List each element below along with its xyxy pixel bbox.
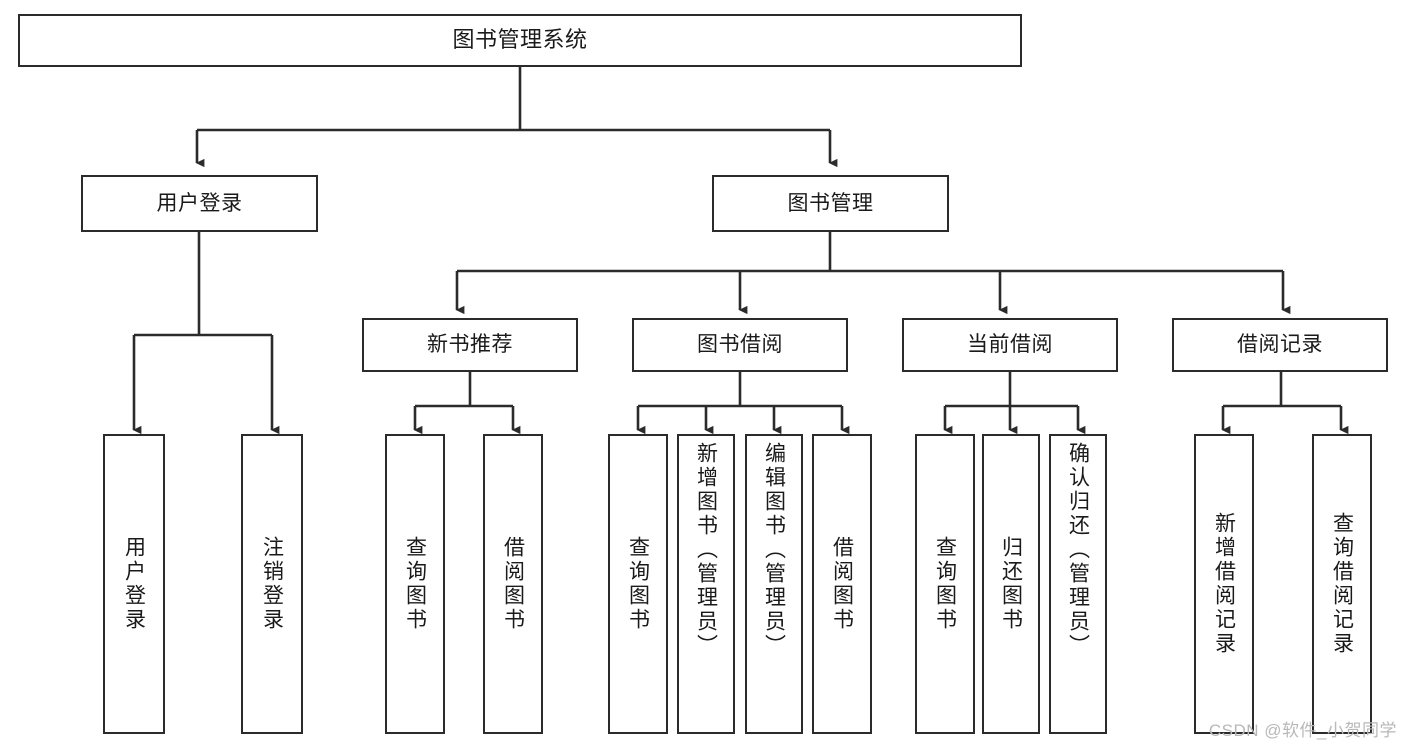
node-leaf-query-book-current[interactable]: 查询图书 [915, 434, 975, 734]
node-leaf-add-borrow-record[interactable]: 新增借阅记录 [1194, 434, 1254, 734]
node-leaf-return-book[interactable]: 归还图书 [982, 434, 1040, 734]
node-current-borrow[interactable]: 当前借阅 [902, 318, 1118, 372]
node-leaf-confirm-return[interactable]: 确认归还（管理员） [1049, 434, 1107, 734]
node-label: 新增图书（管理员） [694, 442, 718, 658]
node-leaf-logout-login[interactable]: 注销登录 [241, 434, 303, 734]
node-label: 新书推荐 [427, 333, 513, 357]
node-leaf-borrow-book[interactable]: 借阅图书 [812, 434, 872, 734]
node-label: 借阅图书 [501, 536, 525, 632]
node-label: 编辑图书（管理员） [762, 442, 786, 658]
node-label: 查询借阅记录 [1330, 512, 1354, 656]
node-label: 图书管理 [787, 191, 874, 215]
node-leaf-query-borrow-record[interactable]: 查询借阅记录 [1312, 434, 1372, 734]
watermark-text: CSDN @软件_小贺同学 [1208, 721, 1397, 740]
node-label: 借阅图书 [830, 536, 854, 632]
node-label: 用户登录 [122, 536, 146, 632]
node-label: 当前借阅 [967, 333, 1053, 357]
node-leaf-edit-book[interactable]: 编辑图书（管理员） [745, 434, 803, 734]
node-label: 查询图书 [403, 536, 427, 632]
node-user-login[interactable]: 用户登录 [81, 175, 318, 232]
node-label: 图书管理系统 [452, 27, 588, 53]
node-leaf-query-book-recommend[interactable]: 查询图书 [385, 434, 445, 734]
node-label: 图书借阅 [697, 333, 783, 357]
node-label: 借阅记录 [1237, 333, 1323, 357]
node-root-book-management-system[interactable]: 图书管理系统 [18, 14, 1022, 67]
node-label: 查询图书 [626, 536, 650, 632]
node-label: 新增借阅记录 [1212, 512, 1236, 656]
node-label: 查询图书 [933, 536, 957, 632]
node-label: 注销登录 [260, 536, 284, 632]
node-leaf-query-book-borrow[interactable]: 查询图书 [608, 434, 668, 734]
node-leaf-user-login[interactable]: 用户登录 [103, 434, 165, 734]
node-leaf-add-book[interactable]: 新增图书（管理员） [677, 434, 735, 734]
node-new-book-recommend[interactable]: 新书推荐 [362, 318, 578, 372]
node-book-management[interactable]: 图书管理 [712, 175, 949, 232]
node-leaf-borrow-book-recommend[interactable]: 借阅图书 [483, 434, 543, 734]
node-label: 归还图书 [999, 536, 1023, 632]
node-label: 确认归还（管理员） [1066, 442, 1090, 658]
node-book-borrow[interactable]: 图书借阅 [632, 318, 848, 372]
node-borrow-record[interactable]: 借阅记录 [1172, 318, 1388, 372]
node-label: 用户登录 [156, 191, 243, 215]
